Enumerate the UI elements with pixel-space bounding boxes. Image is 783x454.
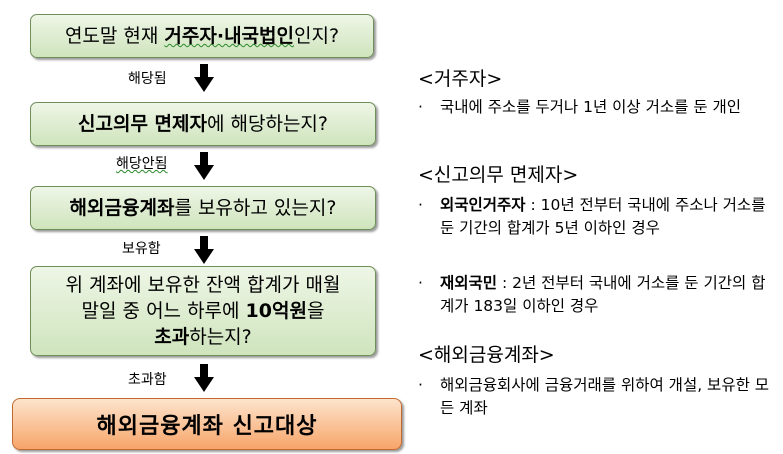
label-applicable: 해당됨 (128, 71, 167, 87)
question-account-box: 해외금융계좌를 보유하고 있는지? (30, 186, 376, 230)
down-arrow-1 (194, 64, 214, 92)
resident-section-title: <거주자> (418, 68, 503, 90)
exempt-overseas-national-definition: · 재외국민 : 2년 전부터 국내에 거소를 둔 기간의 합계가 183일 이… (418, 274, 766, 315)
question-resident-box: 연도말 현재 거주자·내국법인인지? (30, 14, 374, 58)
question-balance-line1: 위 계좌에 보유한 잔액 합계가 매월 (65, 274, 341, 296)
question-exempt-box: 신고의무 면제자에 해당하는지? (30, 102, 376, 146)
question-balance-line2: 말일 중 어느 하루에 10억원을 (81, 300, 325, 322)
label-holding: 보유함 (122, 241, 161, 257)
final-report-target-box: 해외금융계좌 신고대상 (12, 398, 402, 450)
bullet-dot: · (418, 274, 423, 292)
down-arrow-4 (194, 364, 214, 392)
question-balance-line3: 초과하는지? (154, 326, 252, 348)
bullet-dot: · (418, 98, 423, 116)
resident-definition: · 국내에 주소를 두거나 1년 이상 거소를 둔 개인 (418, 96, 776, 119)
label-not-applicable: 해당안됨 (116, 156, 168, 172)
question-account-text: 해외금융계좌를 보유하고 있는지? (69, 197, 337, 219)
question-balance-box: 위 계좌에 보유한 잔액 합계가 매월 말일 중 어느 하루에 10억원을 초과… (30, 266, 376, 356)
label-exceeds: 초과함 (128, 372, 167, 388)
account-section-title: <해외금융계좌> (418, 344, 555, 366)
final-report-target-text: 해외금융계좌 신고대상 (96, 414, 318, 439)
bullet-dot: · (418, 196, 423, 214)
question-resident-text: 연도말 현재 거주자·내국법인인지? (64, 25, 340, 47)
down-arrow-2 (194, 152, 214, 180)
account-definition: · 해외금융회사에 금융거래를 위하여 개설, 보유한 모든 계좌 (418, 376, 770, 417)
exempt-section-title: <신고의무 면제자> (418, 164, 579, 186)
bullet-dot: · (418, 376, 423, 394)
down-arrow-3 (194, 236, 214, 264)
question-exempt-text: 신고의무 면제자에 해당하는지? (78, 113, 328, 135)
exempt-foreigner-definition: · 외국인거주자 : 10년 전부터 국내에 주소나 거소를 둔 기간의 합계가… (418, 196, 766, 237)
